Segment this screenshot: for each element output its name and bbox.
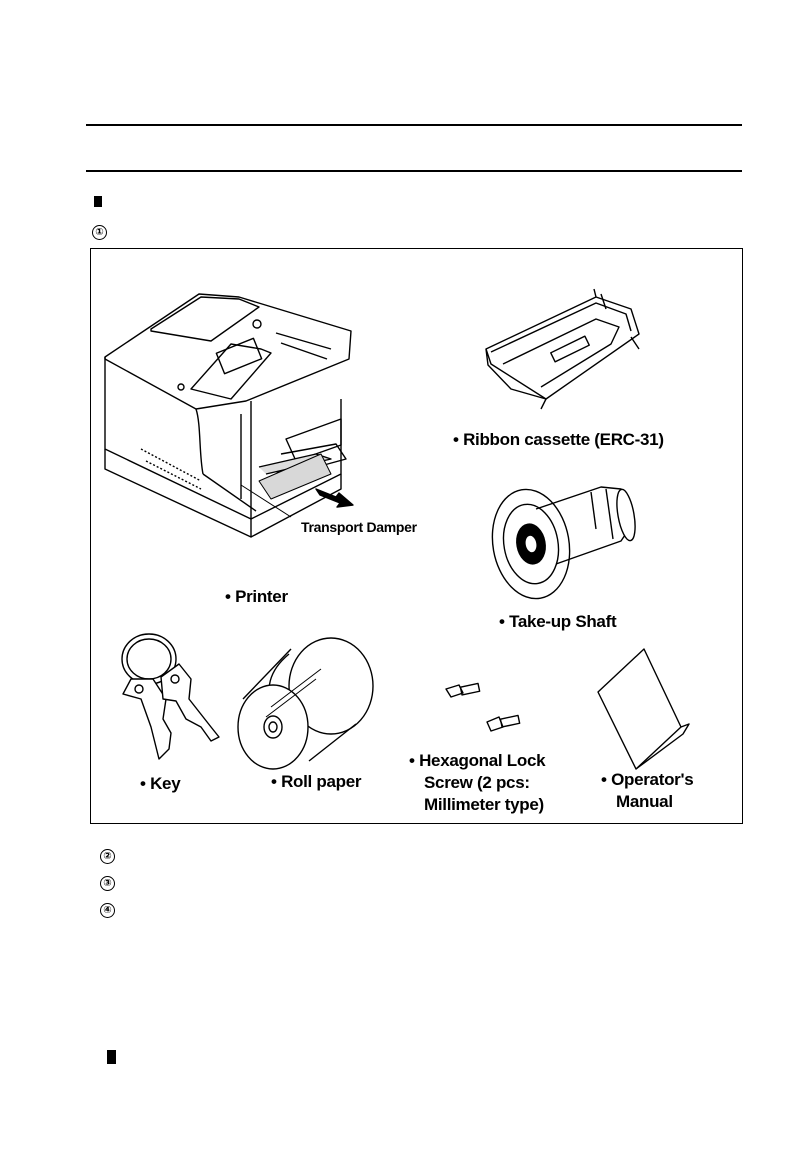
bottom-section-bullet: [107, 1050, 116, 1064]
header-rule-top: [86, 124, 742, 126]
label-hex-screw-2: Screw (2 pcs:: [424, 773, 530, 792]
label-hex-screw-3: Millimeter type): [424, 795, 544, 814]
label-hex-screw-1: • Hexagonal Lock: [409, 751, 546, 770]
header-rule-bottom: [86, 170, 742, 172]
roll-paper-illustration: [237, 637, 374, 770]
label-roll-paper: • Roll paper: [271, 772, 362, 791]
label-transport-damper: Transport Damper: [301, 519, 417, 535]
label-ribbon-cassette: • Ribbon cassette (ERC-31): [453, 430, 664, 449]
ribbon-cassette-illustration: [485, 288, 640, 410]
manual-illustration: [597, 648, 690, 770]
label-printer: • Printer: [225, 587, 288, 606]
takeup-shaft-illustration: [491, 486, 636, 600]
figure-drawing: [104, 288, 690, 770]
keys-illustration: [121, 633, 220, 760]
label-key: • Key: [140, 774, 181, 793]
section-bullet: [94, 196, 102, 207]
step-4-number: ④: [100, 903, 115, 918]
hex-screws-illustration: [445, 682, 521, 732]
label-takeup-shaft: • Take-up Shaft: [499, 612, 617, 631]
printer-illustration: [104, 293, 352, 538]
step-3-number: ③: [100, 876, 115, 891]
step-1-number: ①: [92, 225, 107, 240]
package-contents-figure: Transport Damper • Printer • Ribbon cass…: [90, 248, 743, 824]
label-manual-2: Manual: [616, 792, 673, 811]
step-2-number: ②: [100, 849, 115, 864]
label-manual-1: • Operator's: [601, 770, 694, 789]
